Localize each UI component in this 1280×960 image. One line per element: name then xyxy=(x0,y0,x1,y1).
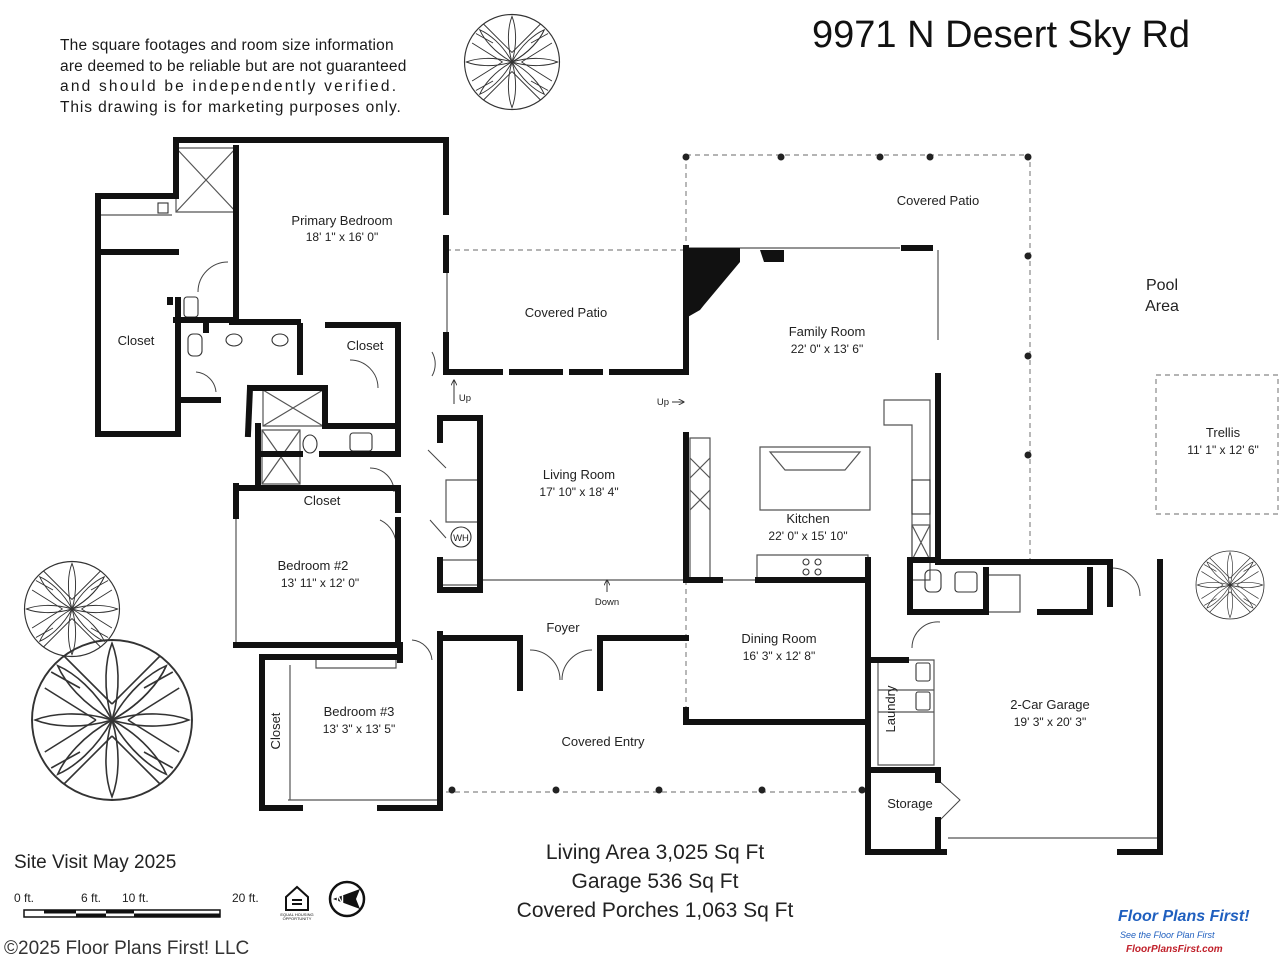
exterior-walls xyxy=(95,137,1163,855)
tree-icon xyxy=(31,639,193,801)
stair-up-label: Up xyxy=(459,393,471,404)
room-name-covered-patio: Covered Patio xyxy=(897,193,979,208)
room-size-trellis: 11' 1" x 12' 6" xyxy=(1187,443,1259,457)
room-name-kitchen: Kitchen xyxy=(786,511,829,526)
tree-icon xyxy=(23,560,121,658)
area-summary: Living Area 3,025 Sq Ft Garage 536 Sq Ft… xyxy=(480,838,830,925)
room-name-foyer: Foyer xyxy=(546,620,580,635)
room-size-bedroom-2: 13' 11" x 12' 0" xyxy=(281,576,359,590)
scale-label: 0 ft. xyxy=(14,891,35,905)
room-name-laundry: Laundry xyxy=(883,685,898,732)
area-line: Living Area 3,025 Sq Ft xyxy=(545,841,765,864)
room-name-bedroom-2: Bedroom #2 xyxy=(278,558,349,573)
area-line: Garage 536 Sq Ft xyxy=(571,870,739,893)
tree-icon xyxy=(1195,550,1265,620)
badge-text: OPPORTUNITY xyxy=(283,916,312,921)
room-name-covered-entry: Covered Entry xyxy=(561,734,645,749)
room-name-dining-room: Dining Room xyxy=(741,631,816,646)
logo-name: Floor Plans First! xyxy=(1118,908,1250,925)
water-heater-label: WH xyxy=(453,533,469,544)
stair-down-label: Down xyxy=(595,597,619,608)
disclaimer-line: This drawing is for marketing purposes o… xyxy=(60,98,402,116)
room-name-covered-patio: Covered Patio xyxy=(525,305,607,320)
room-name-closet: Closet xyxy=(347,338,384,353)
scale-label: 6 ft. xyxy=(81,891,102,905)
room-name-bedroom-3: Bedroom #3 xyxy=(324,704,395,719)
room-size-primary-bedroom: 18' 1" x 16' 0" xyxy=(306,230,378,244)
room-name-trellis: Trellis xyxy=(1206,425,1241,440)
disclaimer-line: and should be independently verified. xyxy=(60,78,399,95)
door-swings xyxy=(195,261,1141,821)
room-size-kitchen: 22' 0" x 15' 10" xyxy=(768,529,847,543)
north-arrow-icon: N xyxy=(328,880,366,918)
disclaimer-line: The square footages and room size inform… xyxy=(60,37,394,54)
north-label: N xyxy=(336,894,344,906)
room-size-family-room: 22' 0" x 13' 6" xyxy=(791,342,863,356)
room-name-closet: Closet xyxy=(304,493,341,508)
room-name-garage: 2-Car Garage xyxy=(1010,697,1089,712)
room-size-garage: 19' 3" x 20' 3" xyxy=(1014,715,1086,729)
brand-logo: Floor Plans First! See the Floor Plan Fi… xyxy=(1108,906,1276,960)
tree-icon xyxy=(463,13,561,111)
fireplace xyxy=(686,248,784,318)
room-size-dining-room: 16' 3" x 12' 8" xyxy=(743,649,815,663)
patio-posts xyxy=(448,153,1032,794)
room-name-living-room: Living Room xyxy=(543,467,615,482)
stair-arrows xyxy=(454,380,684,592)
room-size-bedroom-3: 13' 3" x 13' 5" xyxy=(323,722,395,736)
logo-tagline: See the Floor Plan First xyxy=(1120,930,1215,940)
scale-label: 10 ft. xyxy=(122,891,149,905)
copyright: ©2025 Floor Plans First! LLC xyxy=(4,938,250,959)
badge-text: EQUAL HOUSING xyxy=(280,912,313,917)
disclaimer: The square footages and room size inform… xyxy=(60,36,440,118)
room-name-storage: Storage xyxy=(887,796,933,811)
area-label-pool: Pool xyxy=(1146,277,1178,294)
area-label-pool: Area xyxy=(1145,298,1179,315)
equal-housing-icon: EQUAL HOUSING OPPORTUNITY xyxy=(280,885,314,921)
logo-url: FloorPlansFirst.com xyxy=(1126,944,1223,955)
stair-up-label: Up xyxy=(657,397,669,408)
room-name-closet: Closet xyxy=(268,712,283,749)
scale-label: 20 ft. xyxy=(232,891,259,905)
room-name-primary-bedroom: Primary Bedroom xyxy=(291,213,392,228)
room-size-living-room: 17' 10" x 18' 4" xyxy=(539,485,618,499)
site-visit-date: Site Visit May 2025 xyxy=(14,852,177,873)
disclaimer-line: are deemed to be reliable but are not gu… xyxy=(60,57,407,75)
area-line: Covered Porches 1,063 Sq Ft xyxy=(516,899,794,922)
room-name-closet: Closet xyxy=(118,333,155,348)
scale-bar xyxy=(23,909,221,918)
room-name-family-room: Family Room xyxy=(789,324,866,339)
property-address: 9971 N Desert Sky Rd xyxy=(812,14,1191,56)
